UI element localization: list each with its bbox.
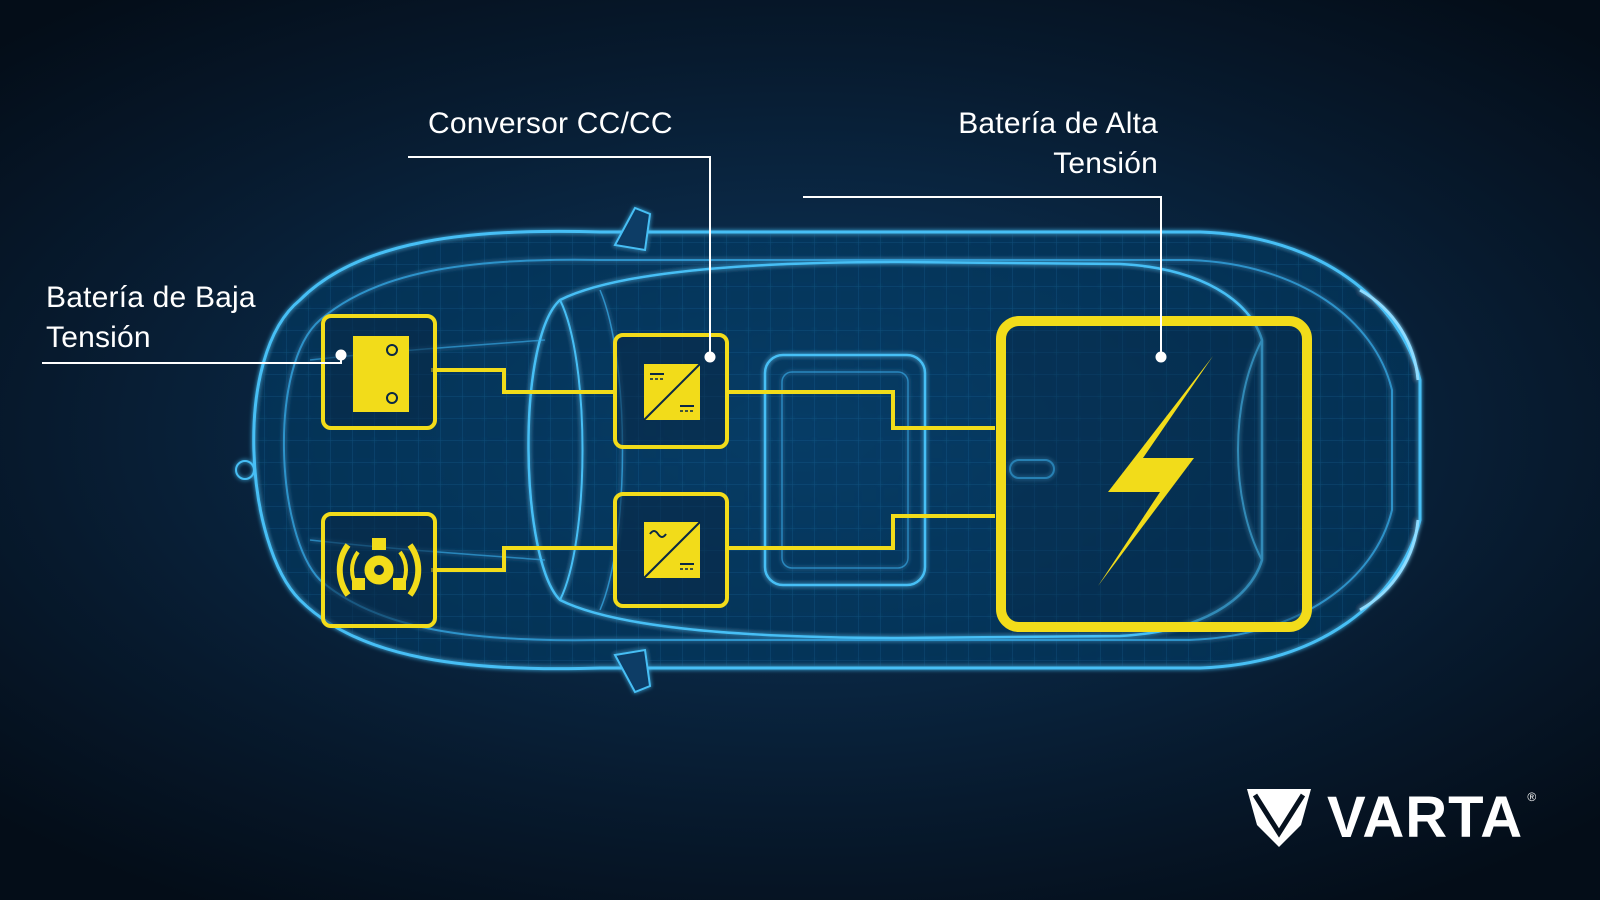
varta-logo: VARTA ® [1245,782,1536,852]
brand-name: VARTA [1327,784,1524,850]
label-high-voltage-battery: Batería de Alta Tensión [958,104,1158,184]
leader-dc-dc-converter [408,156,711,357]
label-dc-dc-converter: Conversor CC/CC [428,104,673,144]
registered-mark: ® [1527,789,1538,804]
car-mirror-top [613,206,652,252]
inverter-box [613,492,729,608]
low-voltage-battery-box [321,314,437,430]
wire-converter-to-hv-battery [727,390,995,430]
leader-lines [42,156,1167,364]
leader-high-voltage-battery [803,196,1162,357]
wire-battery-to-converter [431,368,613,394]
car-sunroof [763,353,927,587]
label-low-voltage-battery-line2: Tensión [46,321,151,354]
wire-motor-to-inverter [431,546,613,572]
varta-shield-logo [1247,789,1311,847]
wiring [431,368,995,572]
high-voltage-battery-box [996,316,1312,632]
label-high-voltage-battery-line2: Tensión [1053,147,1158,180]
brand-wordmark: VARTA ® [1327,784,1536,851]
inverter-icon [643,521,701,579]
label-high-voltage-battery-line1: Batería de Alta [958,107,1158,140]
dc-dc-converter-icon [643,363,701,421]
car-mirror-bottom [613,648,652,694]
lightning-bolt-icon [1098,356,1213,586]
label-low-voltage-battery-line1: Batería de Baja [46,281,256,314]
electric-motor-icon [336,538,422,597]
car-wireframe [235,206,1422,694]
wire-inverter-to-hv-battery [727,514,995,550]
car-body-outline [252,229,1422,671]
label-low-voltage-battery: Batería de Baja Tensión [46,278,256,358]
label-dc-dc-converter-text: Conversor CC/CC [428,107,673,140]
dc-dc-converter-box [613,333,729,449]
electric-motor-box [321,512,437,628]
battery-icon [353,336,409,412]
